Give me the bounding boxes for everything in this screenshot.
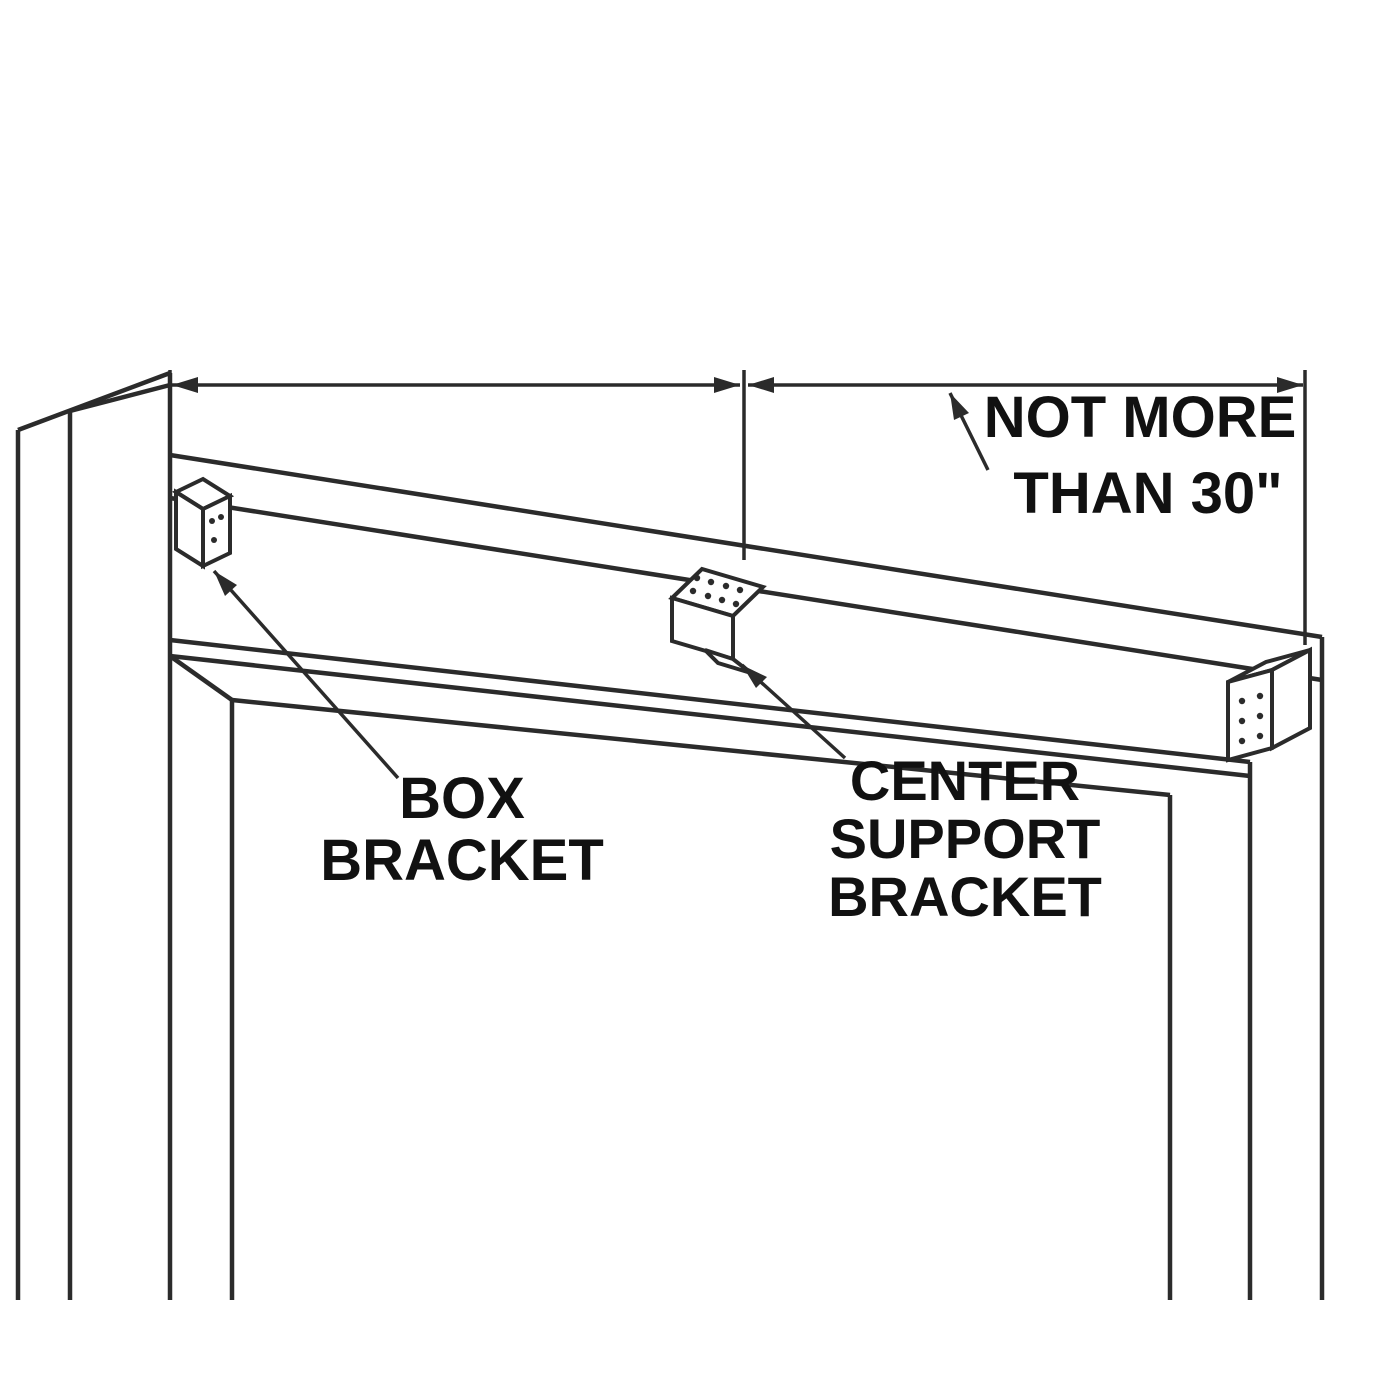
screw-hole-dot: [707, 578, 715, 586]
leader-box-bracket: [212, 569, 400, 780]
leader-line-box-bracket: [212, 569, 400, 780]
center-bracket-label-line2: SUPPORT: [830, 807, 1101, 870]
center-bracket-label-line3: BRACKET: [828, 865, 1102, 928]
left-jamb-top-outer-slant: [17, 370, 171, 433]
box-bracket-label-line2: BRACKET: [320, 828, 604, 893]
screw-hole-dot: [689, 587, 697, 595]
screw-hole-dot: [718, 596, 726, 604]
screw-hole-dot: [704, 592, 712, 600]
screw-hole-dot: [1238, 737, 1246, 745]
screw-hole-dot: [209, 518, 215, 524]
screw-hole-dot: [736, 586, 744, 594]
screw-hole-dot: [1256, 712, 1264, 720]
leader-center-support-bracket: [740, 663, 847, 760]
head-rail-bottom-front-edge: [169, 637, 1251, 765]
screw-hole-dot: [722, 582, 730, 590]
frame-drawing: [15, 370, 1325, 1300]
leader-arrow-dimension-note-icon: [950, 393, 969, 420]
dimension-arrow-left-icon: [172, 377, 198, 393]
left-jamb-top-inner-slant: [69, 382, 171, 414]
box-bracket-right-front-face: [1226, 667, 1274, 763]
head-rail-top-back-edge: [169, 452, 1323, 640]
opening-corner-slant: [168, 654, 234, 702]
leader-dimension-note: [948, 392, 990, 471]
dimension-lines: [168, 370, 1307, 645]
center-support-bracket-graphic: [668, 566, 767, 675]
leader-arrow-center-bracket-icon: [742, 665, 767, 688]
dimension-note-line2: THAN 30": [1013, 461, 1282, 526]
leader-arrow-box-bracket-icon: [214, 571, 237, 596]
box-bracket-left-graphic: [171, 476, 235, 570]
box-bracket-label-line1: BOX: [399, 766, 525, 831]
dimension-arrow-right-icon: [1277, 377, 1303, 393]
dimension-arrow-mid-right-icon: [748, 377, 774, 393]
screw-hole-dot: [1238, 697, 1246, 705]
dimension-arrow-mid-left-icon: [714, 377, 740, 393]
dimension-note-line1: NOT MORE: [984, 385, 1297, 450]
box-bracket-left-side-face: [201, 492, 232, 570]
opening-top-inner-edge: [231, 697, 1171, 798]
head-rail-bottom-thickness-edge: [169, 653, 1251, 779]
screw-hole-dot: [1256, 692, 1264, 700]
screw-hole-dot: [1238, 717, 1246, 725]
center-bracket-label-line1: CENTER: [850, 749, 1080, 812]
screw-hole-dot: [732, 600, 740, 608]
screw-hole-dot: [218, 514, 224, 520]
screw-hole-dot: [1256, 732, 1264, 740]
screw-hole-dot: [211, 537, 217, 543]
box-bracket-right-graphic: [1226, 646, 1312, 763]
screw-hole-dot: [693, 574, 701, 582]
